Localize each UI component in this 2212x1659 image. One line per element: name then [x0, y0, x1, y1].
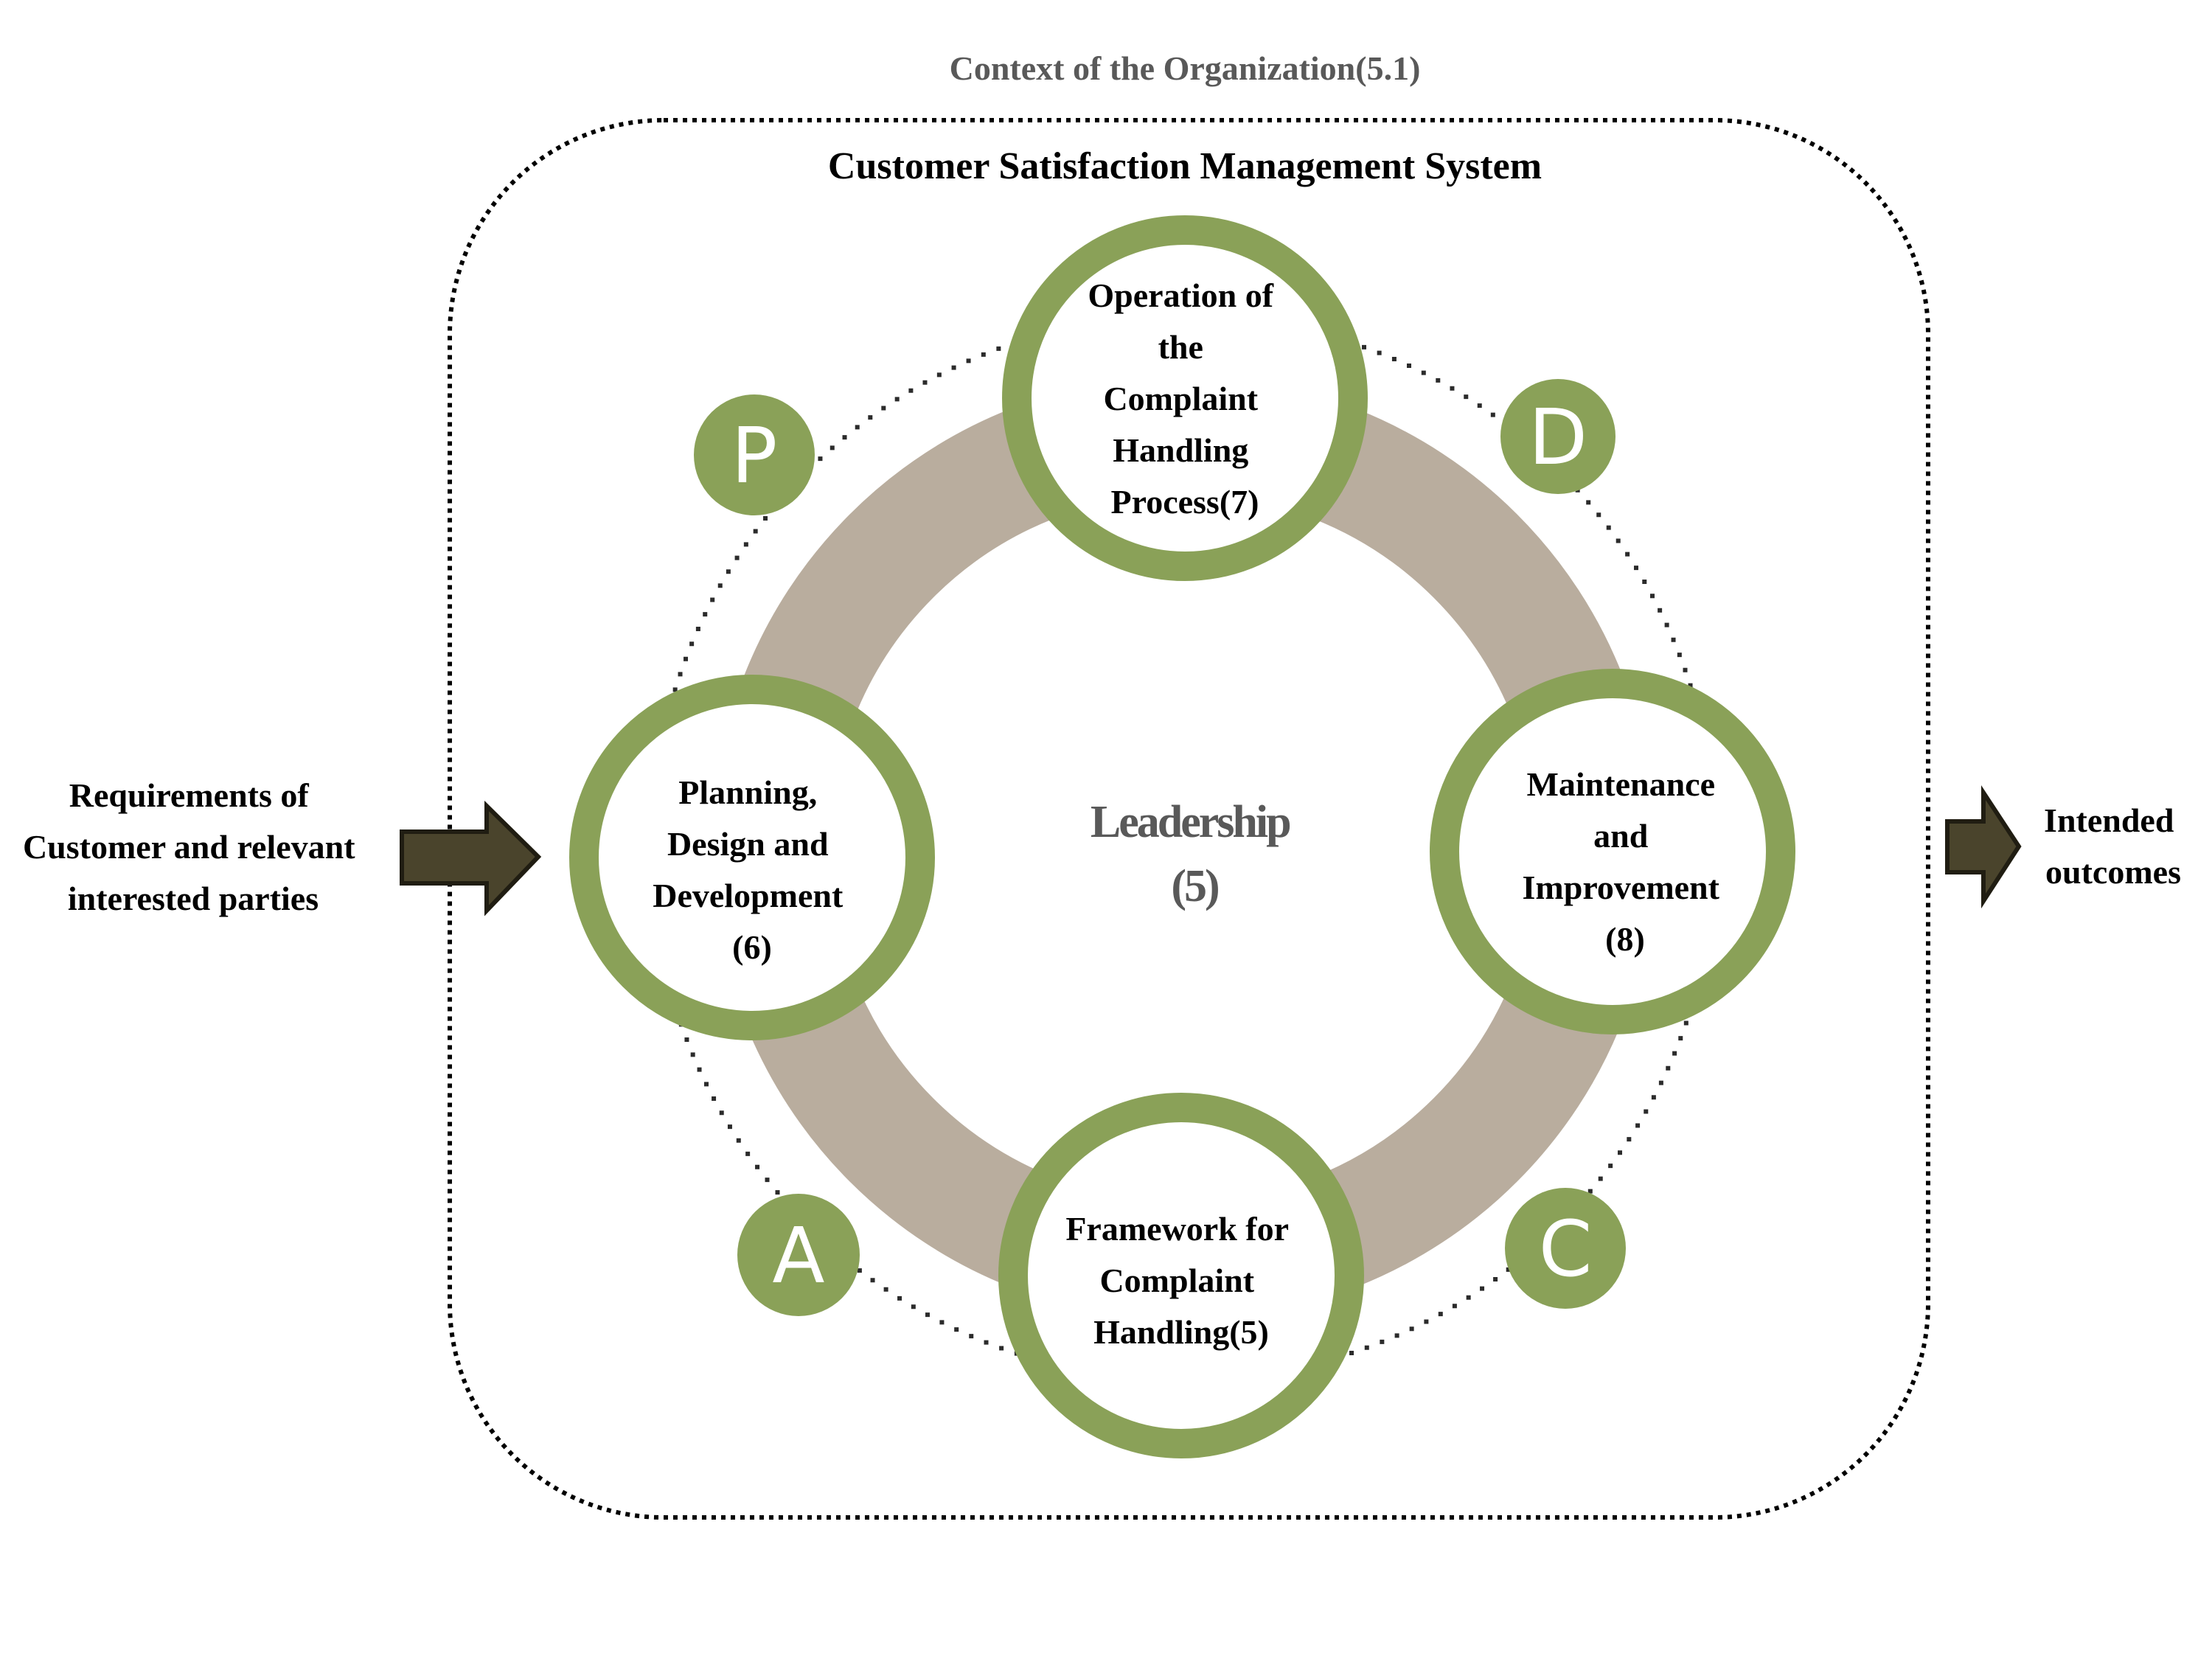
output-label: Intended outcomes — [2044, 801, 2183, 891]
pdca-letter-c: C — [1539, 1204, 1593, 1294]
system-title: Customer Satisfaction Management System — [828, 145, 1542, 187]
system-boundary — [448, 118, 1930, 1520]
pdca-badge-do: D — [1500, 379, 1615, 494]
input-arrow-icon — [400, 800, 542, 917]
pdca-letter-a: A — [772, 1211, 824, 1301]
leadership-label: Leadership (5) — [1091, 797, 1298, 911]
node-operation-label: Operation of the Complaint Handling Proc… — [1088, 276, 1281, 521]
output-arrow-icon — [1945, 785, 2022, 909]
pdca-badge-act: A — [737, 1194, 860, 1316]
node-framework: Framework for Complaint Handling(5) — [998, 1093, 1364, 1458]
pdca-badge-plan: P — [694, 394, 815, 515]
input-label: Requirements of Customer and relevant in… — [23, 776, 364, 917]
node-planning-label: Planning, Design and Development (6) — [653, 773, 852, 966]
context-title: Context of the Organization(5.1) — [950, 49, 1421, 87]
pdca-letter-p: P — [731, 411, 778, 501]
node-maintenance: Maintenance and Improvement (8) — [1430, 669, 1795, 1034]
pdca-letter-d: D — [1528, 392, 1587, 482]
node-maintenance-label: Maintenance and Improvement (8) — [1523, 765, 1728, 958]
pdca-badge-check: C — [1505, 1188, 1626, 1309]
node-framework-label: Framework for Complaint Handling(5) — [1065, 1210, 1296, 1351]
node-operation: Operation of the Complaint Handling Proc… — [1002, 215, 1368, 581]
node-planning: Planning, Design and Development (6) — [569, 675, 935, 1040]
